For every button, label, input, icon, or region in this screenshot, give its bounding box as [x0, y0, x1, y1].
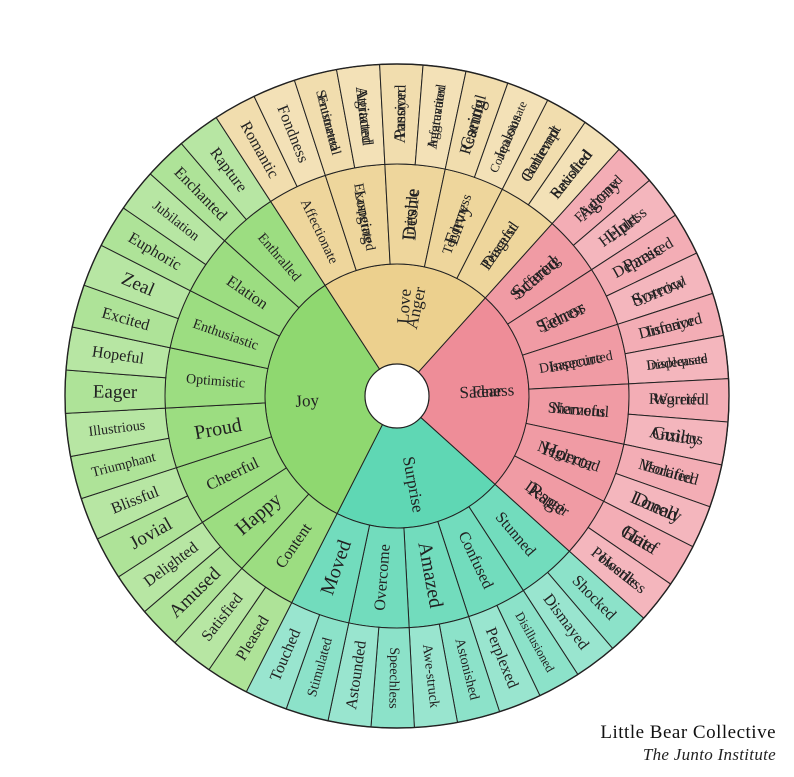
outer-label-eager: Eager — [93, 382, 138, 404]
credit-institute: The Junto Institute — [642, 745, 776, 764]
outer-label-agitated: Agitated — [352, 88, 375, 145]
outer-label-speechless: Speechless — [385, 647, 401, 709]
outer-label-attracted: Attracted — [352, 85, 376, 146]
middle-label-desire: Desire — [398, 188, 424, 242]
credit-organization: Little Bear Collective — [600, 722, 776, 743]
wheel-center-hole — [364, 363, 430, 429]
outer-label-awe-struck: Awe-struck — [419, 643, 441, 708]
outer-label-passion: Passion — [392, 89, 410, 138]
outer-label-illustrious: Illustrious — [88, 418, 146, 440]
outer-label-displeased: Displeased — [646, 352, 709, 374]
outer-label-regretful: Regretful — [649, 391, 710, 409]
core-label-joy: Joy — [295, 391, 320, 411]
middle-label-shameful: Shameful — [547, 399, 610, 421]
outer-label-annoyed: Annoyed — [392, 85, 410, 144]
middle-label-nervous: Nervous — [551, 400, 606, 421]
middle-label-overcome: Overcome — [372, 544, 394, 612]
outer-label-worried: Worried — [653, 391, 705, 409]
middle-label-optimistic: Optimistic — [186, 372, 246, 392]
core-label-fear: Fear — [471, 381, 502, 402]
outer-label-inadequate: Inadequate — [646, 352, 709, 374]
wheel-segments — [64, 63, 730, 729]
credits: Little Bear Collective The Junto Institu… — [600, 722, 776, 765]
core-label-love: Love — [393, 288, 415, 324]
wheel-outer-ring — [64, 63, 730, 729]
core-label-sadness: Sadness — [459, 380, 515, 402]
middle-label-irritable: Irritable — [401, 188, 422, 241]
